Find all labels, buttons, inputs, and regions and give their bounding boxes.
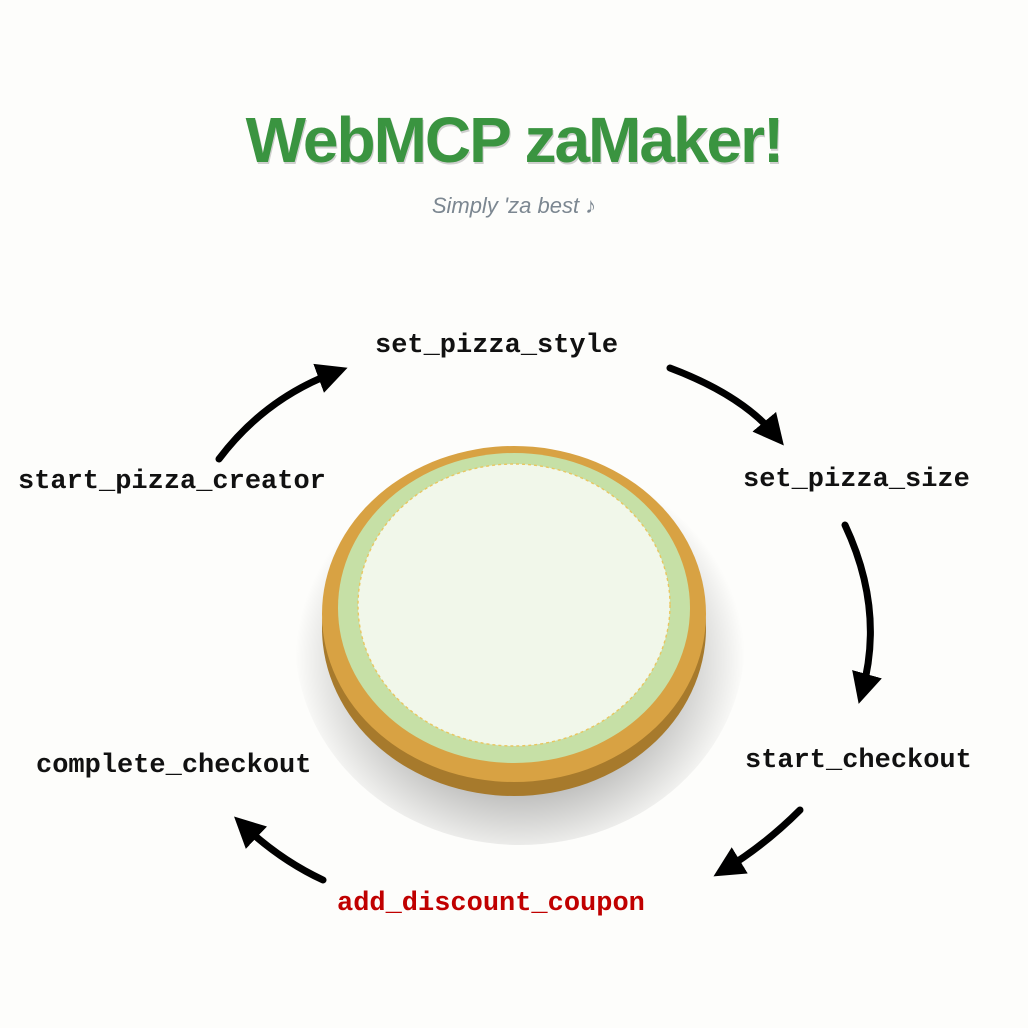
arrow-creator-to-style xyxy=(215,363,348,463)
step-add-discount-coupon: add_discount_coupon xyxy=(337,889,645,919)
step-set-pizza-size: set_pizza_size xyxy=(743,465,970,495)
arrow-coupon-to-complete xyxy=(234,816,327,884)
step-complete-checkout: complete_checkout xyxy=(36,751,312,781)
flow-arrows xyxy=(215,363,882,884)
step-set-pizza-style: set_pizza_style xyxy=(375,331,619,361)
step-start-checkout: start_checkout xyxy=(745,746,972,776)
arrow-size-to-checkout xyxy=(841,521,882,704)
arrow-style-to-size xyxy=(666,364,784,446)
arrow-checkout-to-coupon xyxy=(713,806,804,877)
page-subtitle: Simply 'za best ♪ xyxy=(431,193,597,218)
page-title: WebMCP zaMaker! xyxy=(245,104,785,176)
pizza-base xyxy=(357,463,671,747)
step-start-pizza-creator: start_pizza_creator xyxy=(18,467,326,497)
pizza-icon xyxy=(295,435,745,845)
